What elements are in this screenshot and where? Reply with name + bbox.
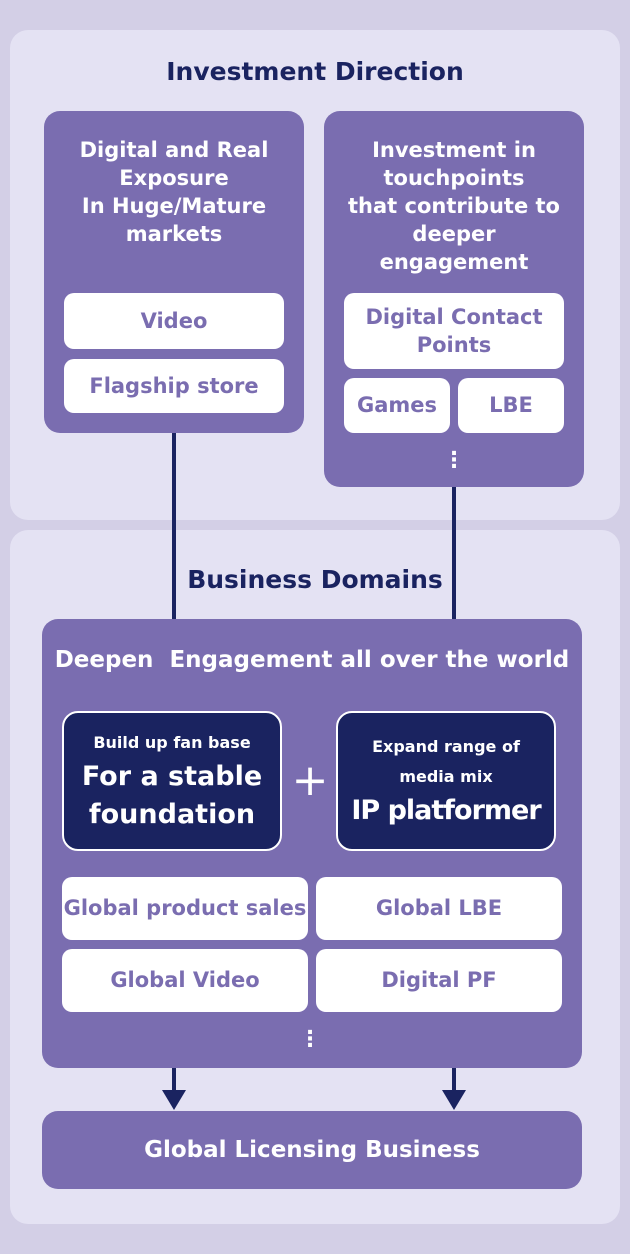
plus-sign: +: [291, 755, 329, 806]
video-box: Video: [64, 293, 284, 349]
digital-contact-points-box: Digital Contact Points: [344, 293, 564, 369]
flagship-store-box: Flagship store: [64, 359, 284, 413]
touchpoints-box-title: Investment in touchpoints that contribut…: [348, 138, 560, 274]
investment-direction-title: Investment Direction: [166, 57, 464, 86]
games-box: Games: [344, 378, 450, 433]
more-touchpoints-ellipsis: ⋮: [443, 448, 465, 473]
left-arrow-shaft: [172, 1068, 176, 1092]
ip-platformer-card-title: IP platformer: [351, 795, 541, 826]
business-domains-title: Business Domains: [187, 565, 443, 594]
fan-base-card-title: For a stable foundation: [81, 761, 263, 830]
left-connector-line: [172, 430, 176, 620]
right-arrow-shaft: [452, 1068, 456, 1092]
global-licensing-business-label: Global Licensing Business: [144, 1137, 480, 1163]
right-arrow-head: [442, 1090, 466, 1110]
global-lbe-box: Global LBE: [316, 877, 562, 940]
more-domains-ellipsis: ⋮: [299, 1027, 321, 1052]
engagement-box-title: Deepen Engagement all over the world: [54, 647, 570, 673]
fan-base-card: Build up fan base For a stable foundatio…: [62, 711, 282, 851]
global-video-box: Global Video: [62, 949, 308, 1012]
digital-pf-box: Digital PF: [316, 949, 562, 1012]
right-connector-line: [452, 484, 456, 620]
ip-platformer-card: Expand range of media mix IP platformer: [336, 711, 556, 851]
lbe-box: LBE: [458, 378, 564, 433]
global-product-sales-box: Global product sales: [62, 877, 308, 940]
fan-base-card-subtitle: Build up fan base: [93, 733, 251, 752]
ip-platformer-card-subtitle: Expand range of media mix: [372, 737, 520, 786]
global-licensing-business-bar: Global Licensing Business: [42, 1111, 582, 1189]
exposure-box-title: Digital and Real Exposure In Huge/Mature…: [79, 138, 269, 246]
left-arrow-head: [162, 1090, 186, 1110]
